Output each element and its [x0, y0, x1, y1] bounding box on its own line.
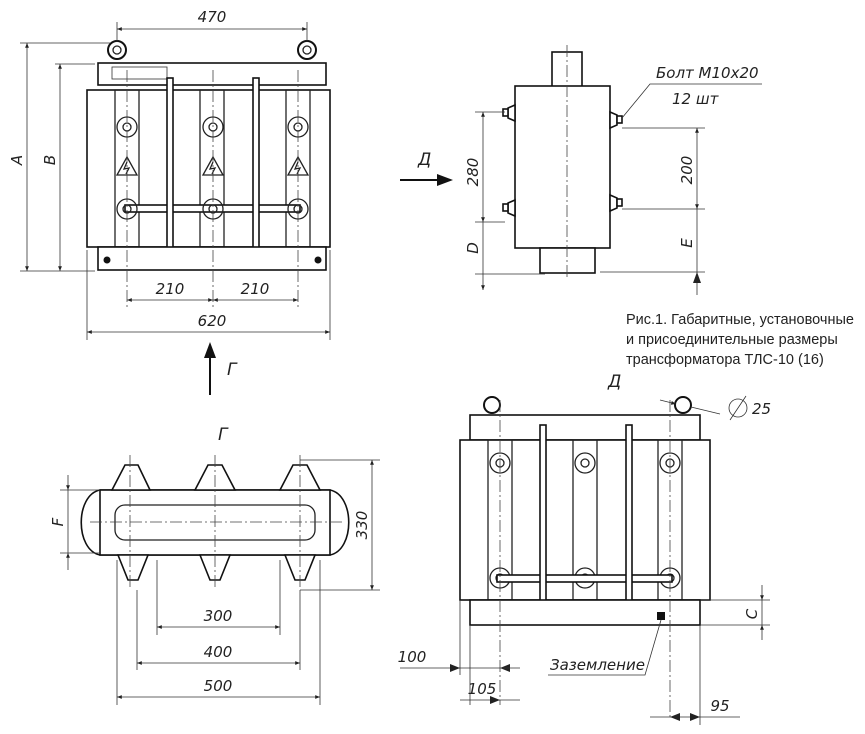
- coil-body: [86, 89, 331, 248]
- dim-terminal-spacing: 280: [464, 158, 482, 187]
- top-humps: [110, 464, 322, 581]
- grounding-label: Заземление: [550, 656, 645, 674]
- dim-depth-330: 330: [353, 511, 371, 540]
- view-arrow-g-label: Г: [227, 360, 238, 380]
- caption-line1: Рис.1. Габаритные, установочные: [626, 312, 854, 328]
- figure-caption: Рис.1. Габаритные, установочные и присое…: [626, 312, 854, 368]
- view-arrow-g: Г: [204, 342, 238, 395]
- top-beam: [97, 62, 327, 86]
- bottom-beam: [97, 246, 327, 271]
- side-bolts: [502, 103, 623, 218]
- rear-top-beam: [469, 414, 701, 441]
- side-body: [514, 85, 611, 249]
- rear-view: Д 25 C: [398, 372, 771, 725]
- caption-line2: и присоединительные размеры: [626, 332, 838, 348]
- dim-300: 300: [204, 607, 233, 625]
- dim-F: F: [49, 517, 67, 526]
- dim-105: 105: [468, 680, 497, 698]
- tie-rod-right: [252, 77, 260, 264]
- dim-E: E: [678, 238, 696, 248]
- dim-C: C: [743, 608, 761, 619]
- bottom-clamp: [539, 247, 596, 274]
- tie-rod-left: [166, 77, 174, 264]
- side-view: Д 280 D 200 E Болт М10х20 12 шт: [400, 45, 762, 295]
- dim-100: 100: [398, 648, 427, 666]
- rear-view-title: Д: [607, 372, 621, 392]
- lifting-eye-left: [107, 40, 127, 60]
- dim-eye-spacing: 470: [198, 8, 227, 26]
- nameplate: [111, 66, 168, 80]
- plan-view: Г F 330 300 400 500: [49, 425, 380, 705]
- grounding-bolt: [657, 612, 665, 620]
- dim-pitch-left: 210: [156, 280, 185, 298]
- dim-eye-diameter: 25: [752, 400, 771, 418]
- dim-D: D: [464, 242, 482, 254]
- lifting-eye-right: [297, 40, 317, 60]
- dim-B: B: [41, 155, 59, 165]
- bolt-note-line1: Болт М10х20: [656, 64, 759, 82]
- dim-400: 400: [204, 643, 233, 661]
- dim-500: 500: [204, 677, 233, 695]
- dim-95: 95: [710, 697, 729, 715]
- busbar: [124, 204, 301, 213]
- front-view: 470 A B 210 210 620: [8, 8, 331, 340]
- caption-line3: трансформатора ТЛС-10 (16): [626, 352, 824, 368]
- warning-signs: [115, 155, 310, 176]
- view-arrow-d-label: Д: [417, 150, 431, 170]
- plan-view-title: Г: [218, 425, 229, 445]
- dim-pitch-right: 210: [241, 280, 270, 298]
- bolt-note-line2: 12 шт: [672, 90, 720, 108]
- rear-bottom-beam: [469, 599, 701, 626]
- dim-A: A: [8, 155, 26, 166]
- dim-bolt-spacing: 200: [678, 156, 696, 185]
- dim-overall-width: 620: [198, 312, 227, 330]
